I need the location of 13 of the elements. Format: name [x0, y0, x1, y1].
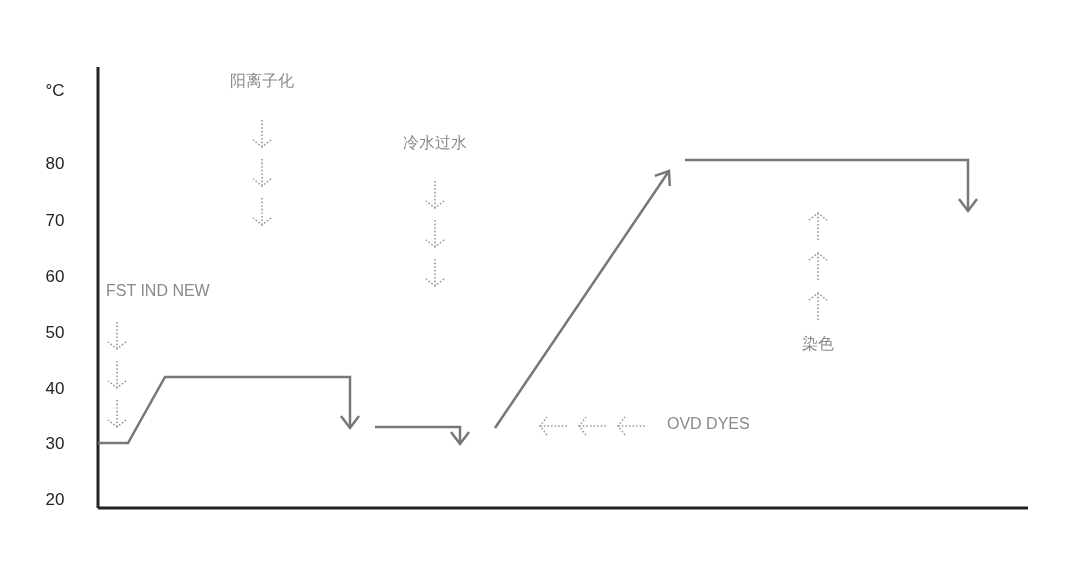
tick-label: 50	[45, 323, 65, 341]
step-label: 冷水过水	[403, 135, 467, 151]
step-label: 染色	[802, 336, 834, 352]
tick-label: 80	[45, 154, 65, 172]
axis-unit: °C	[45, 81, 65, 99]
tick-label: 20	[45, 490, 65, 508]
tick-label: 40	[45, 379, 65, 397]
tick-label: 30	[45, 434, 65, 452]
step-label: OVD DYES	[667, 416, 750, 432]
tick-label: 70	[45, 211, 65, 229]
step-label: 阳离子化	[230, 73, 294, 89]
step-label: FST IND NEW	[106, 283, 210, 299]
tick-label: 60	[45, 267, 65, 285]
